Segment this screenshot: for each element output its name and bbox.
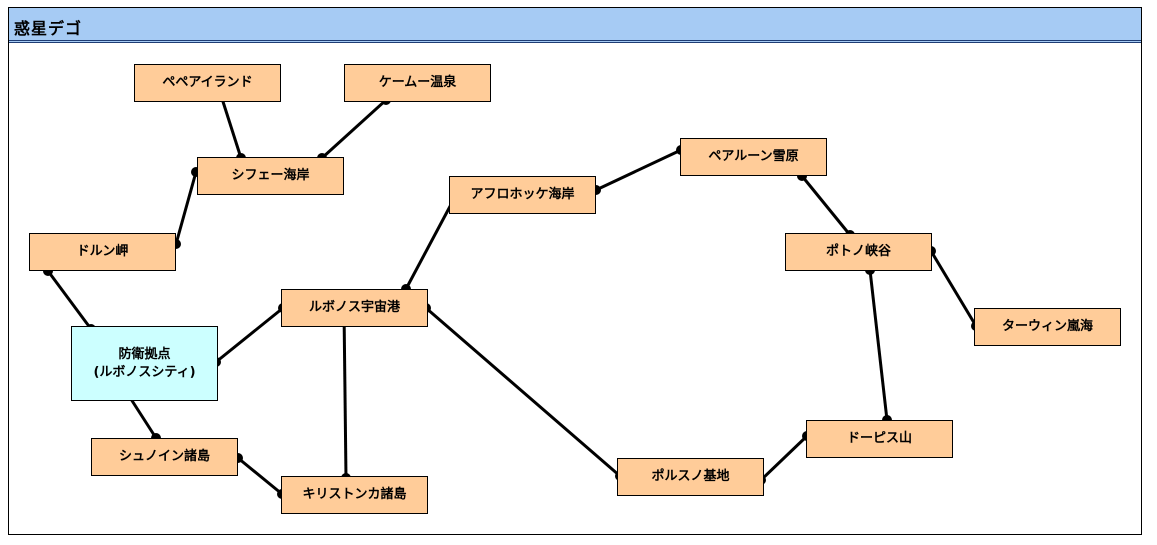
route-rubono-porusu [425, 306, 621, 478]
route-poto-tawin [929, 250, 978, 327]
title-bar: 惑星デゴ [9, 8, 1141, 43]
location-label: キリストンカ諸島 [302, 487, 407, 502]
route-dorun-base [46, 270, 93, 330]
route-dopis-porusu [759, 434, 809, 482]
location-afuro-coast: アフロホッケ海岸 [449, 176, 596, 214]
location-tawin-storm-sea: ターウィン嵐海 [974, 308, 1121, 346]
route-pearun-poto [800, 175, 852, 236]
location-label: シュノイン諸島 [118, 449, 210, 464]
route-shuno-kiris [237, 456, 283, 496]
location-kiris-islands: キリストンカ諸島 [281, 476, 428, 514]
location-label: ターウィン嵐海 [1001, 319, 1093, 334]
location-rubono-spaceport: ルボノス宇宙港 [281, 289, 428, 327]
route-rubono-afuro [404, 196, 457, 290]
location-label: ドーピス山 [846, 431, 912, 446]
location-label: ポルスノ基地 [651, 469, 730, 484]
location-label: シフェー海岸 [231, 168, 310, 183]
location-label: ポトノ峡谷 [825, 244, 891, 259]
location-label: ペペアイランド [162, 75, 253, 90]
location-pepe-island: ペペアイランド [134, 64, 281, 102]
location-dorun-cape: ドルン岬 [29, 233, 176, 271]
route-base-shuno [127, 395, 158, 439]
location-label: アフロホッケ海岸 [470, 187, 575, 202]
route-poto-dopis [868, 269, 889, 421]
location-porusu-base: ポルスノ基地 [617, 458, 764, 496]
location-label: ペアルーン雪原 [708, 149, 799, 164]
location-poto-canyon: ポトノ峡谷 [785, 233, 932, 271]
location-shife-coast: シフェー海岸 [197, 157, 344, 195]
base-label-line2: (ルボノスシティ) [93, 364, 196, 380]
location-dopis-mountain: ドーピス山 [806, 420, 953, 458]
location-label: ケームー温泉 [378, 75, 457, 90]
base-label-line1: 防衛拠点 [118, 346, 171, 362]
page-title: 惑星デゴ [14, 19, 83, 38]
location-shuno-islands: シュノイン諸島 [91, 438, 238, 476]
location-kemu-onsen: ケームー温泉 [344, 64, 491, 102]
location-label: ルボノス宇宙港 [308, 300, 400, 315]
location-pearun-snowfield: ペアルーン雪原 [680, 138, 827, 176]
route-rubono-kiris [342, 308, 348, 479]
location-label: ドルン岬 [76, 244, 129, 259]
route-base-rubono [215, 306, 284, 364]
location-defense-base: 防衛拠点 (ルボノスシティ) [71, 326, 218, 401]
route-afuro-pearun [595, 148, 682, 192]
route-kemu-shife [320, 98, 388, 160]
route-shife-dorun [174, 171, 198, 245]
